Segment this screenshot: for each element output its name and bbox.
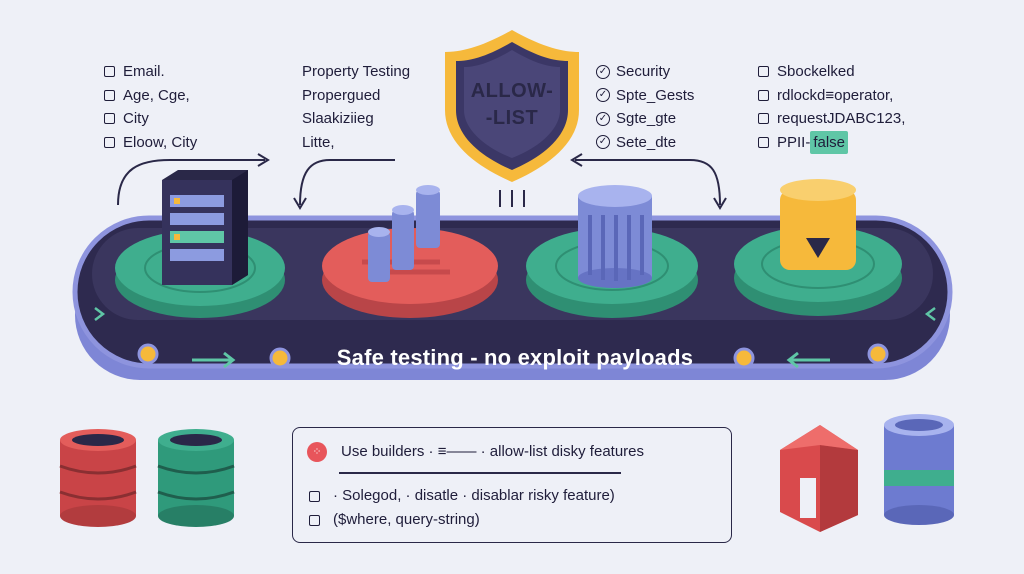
list-item-label: PPII- — [777, 133, 811, 151]
checkbox-icon — [104, 89, 115, 101]
list-item: Eloow, City — [104, 131, 197, 155]
check-circle-icon: ✓ — [596, 111, 610, 126]
check-circle-icon: ✓ — [596, 64, 610, 79]
list-item: Property Testing — [302, 63, 411, 80]
list-item-label: Eloow, City — [123, 133, 198, 151]
false-badge: false — [810, 130, 849, 154]
list-item-label: Age, Cge, — [123, 86, 190, 104]
check-circle-icon: ✓ — [596, 88, 610, 103]
database-stack-icon — [157, 429, 235, 527]
list-item-label: Sete_dte — [616, 133, 677, 151]
belt-dot — [867, 343, 889, 365]
list-item-label: Sbockelked — [777, 63, 855, 80]
safety-panel: ⁘ Use builders · ≡—— · allow-list disky … — [292, 427, 732, 543]
checkbox-icon — [758, 136, 769, 148]
panel-line-3: ($where, query-string) — [333, 511, 480, 528]
flow-arrow-1 — [117, 159, 265, 206]
conveyor-belt — [72, 215, 953, 380]
list-item: Propergued — [302, 86, 381, 104]
shield-label-line2: -LIST — [485, 107, 539, 129]
list-item: Litte, — [302, 133, 335, 151]
list-item-label: rdlockd≡operator, — [777, 86, 894, 104]
checkbox-icon — [758, 66, 769, 78]
list-item-label: City — [123, 110, 149, 127]
blocked-list: Sbockelked rdlockd≡operator, requestJDAB… — [758, 60, 905, 154]
list-item-label: Email. — [123, 63, 165, 80]
filter-funnel-icon — [780, 179, 856, 270]
belt-dot — [269, 347, 291, 369]
checkbox-icon — [104, 136, 115, 148]
flow-arrow-2 — [299, 159, 395, 206]
block-shape-icon — [780, 425, 858, 532]
list-item: rdlockd≡operator, — [758, 84, 905, 108]
shield-label-line1: ALLOW- — [470, 80, 554, 102]
list-item-label: Sgte_gte — [616, 110, 677, 127]
field-list: Email. Age, Cge, City Eloow, City — [104, 60, 197, 154]
list-item: ✓ Security — [596, 60, 694, 84]
belt-label: Safe testing - no exploit payloads — [336, 345, 694, 370]
checkbox-icon — [309, 515, 320, 526]
list-item: Sbockelked — [758, 60, 905, 84]
checkbox-icon — [758, 113, 769, 125]
shield-icon — [445, 30, 579, 182]
database-stack-icon — [59, 429, 137, 527]
list-item: PPII-false — [758, 130, 905, 154]
list-item-label: Security — [616, 63, 671, 80]
security-list: ✓ Security ✓ Spte_Gests ✓ Sgte_gte ✓ Sete_dt… — [596, 60, 694, 154]
list-item: Slaakiziieg — [302, 110, 374, 127]
panel-line-2: · Solegod, · disatle · disablar risky fe… — [333, 487, 615, 504]
property-list: Property Testing Propergued Slaakiziieg … — [302, 60, 410, 154]
list-item: ✓ Sete_dte — [596, 131, 694, 155]
belt-dot — [733, 347, 755, 369]
list-item: City — [104, 107, 197, 131]
dots-icon: ⁘ — [307, 442, 327, 462]
list-item: ✓ Spte_Gests — [596, 84, 694, 108]
flow-arrow-3 — [575, 159, 721, 206]
list-item: Email. — [104, 60, 197, 84]
list-item-label: Spte_Gests — [616, 86, 695, 104]
checkbox-icon — [309, 491, 320, 502]
belt-arrow-left — [786, 351, 830, 369]
belt-dot — [137, 343, 159, 365]
list-item-label: requestJDABC123, — [777, 110, 906, 127]
check-circle-icon: ✓ — [596, 135, 610, 150]
belt-arrow-right — [192, 351, 236, 369]
panel-line-1: Use builders · ≡—— · allow-list disky fe… — [341, 443, 645, 460]
divider — [339, 472, 621, 474]
checkbox-icon — [104, 66, 115, 78]
list-item: ✓ Sgte_gte — [596, 107, 694, 131]
database-stack-icon — [884, 414, 954, 525]
checkbox-icon — [104, 113, 115, 125]
test-tubes-icon — [368, 185, 440, 282]
checkbox-icon — [758, 89, 769, 101]
shield-label: ALLOW- -LIST — [462, 78, 562, 132]
server-rack-icon — [162, 170, 248, 285]
database-cylinder-icon — [578, 185, 652, 288]
list-item: requestJDABC123, — [758, 107, 905, 131]
list-item: Age, Cge, — [104, 84, 197, 108]
